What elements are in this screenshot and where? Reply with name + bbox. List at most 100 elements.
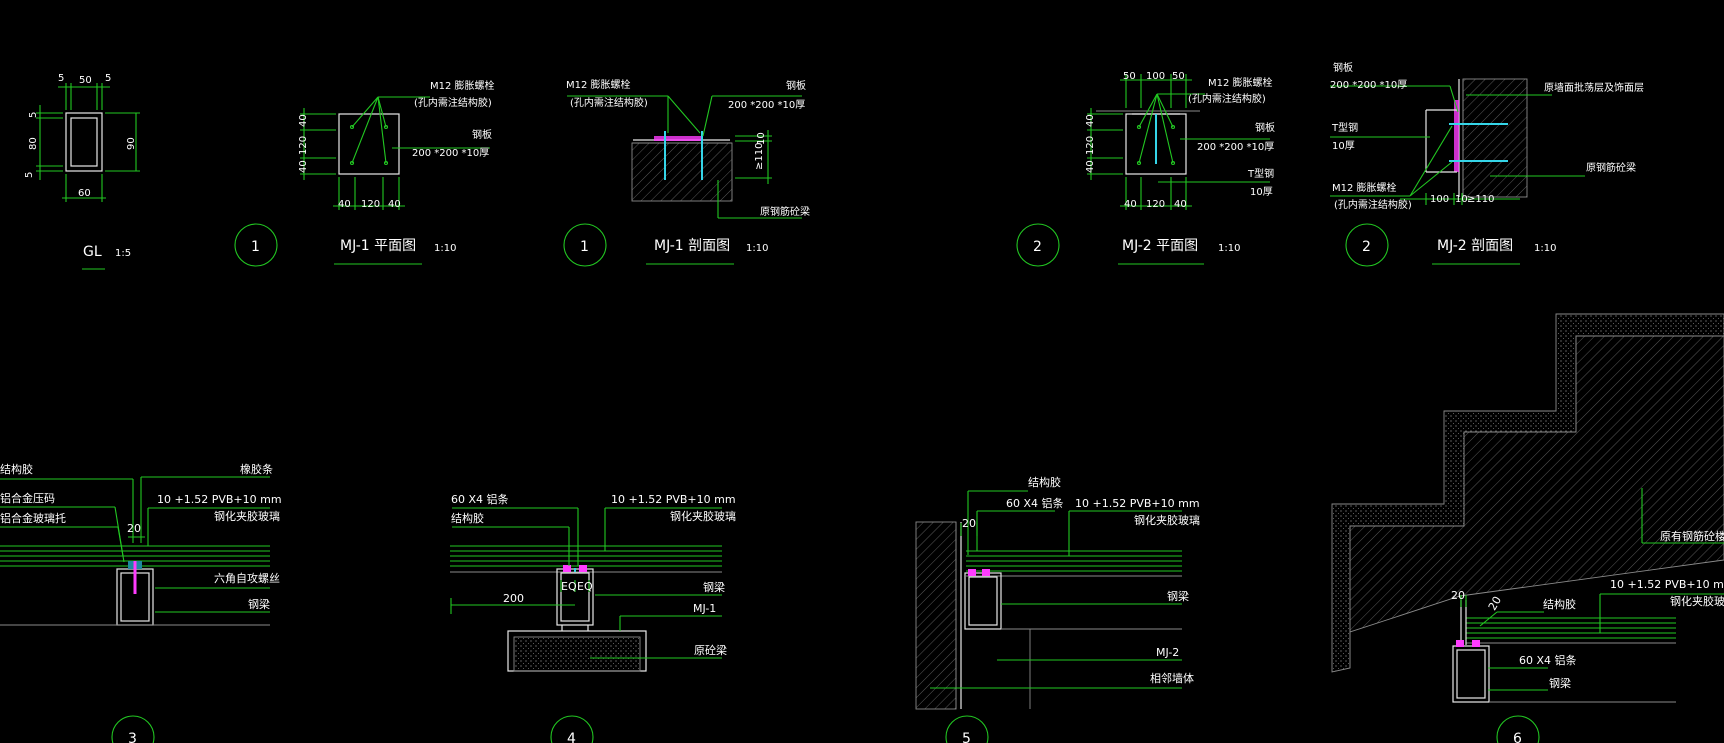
mj2s-wall: 原墙面批荡层及饰面层 <box>1544 81 1644 94</box>
mj2s-bubble <box>1345 223 1389 267</box>
d5-bubble <box>945 715 989 743</box>
d3-dim: 20 <box>127 522 141 535</box>
mj2p-dim-t2: 100 <box>1146 71 1165 82</box>
mj2s-dim1: 100 <box>1430 194 1449 205</box>
d4-eq2: EQ <box>577 580 593 593</box>
d4-beam: 钢梁 <box>703 580 725 594</box>
gl-dim-top-left: 5 <box>58 73 64 84</box>
d6-glass2: 钢化夹胶玻璃 <box>1670 594 1724 608</box>
d3-holder: 铝合金玻璃托 <box>0 511 66 525</box>
gl-dim-right: 90 <box>126 137 137 150</box>
d4-glass2: 钢化夹胶玻璃 <box>670 509 736 523</box>
gl-dim-left-bot: 5 <box>24 172 35 178</box>
gl-dim-bottom: 60 <box>78 188 91 199</box>
mj1s-bubble <box>563 223 607 267</box>
d3-bubble-num: 3 <box>128 731 137 743</box>
mj1p-bubble-num: 1 <box>251 239 260 255</box>
d5-wall: 相邻墙体 <box>1150 671 1194 685</box>
mj2p-dim-v2: 120 <box>1085 136 1096 155</box>
d3-rubber: 橡胶条 <box>240 462 273 476</box>
mj2p-bubble-num: 2 <box>1033 239 1042 255</box>
d4-eq1: EQ <box>561 580 577 593</box>
d3-beam: 钢梁 <box>248 597 270 611</box>
mj1p-dim-v2: 120 <box>298 136 309 155</box>
mj2s-tee-size: 10厚 <box>1332 140 1355 152</box>
detail-5: 结构胶 60 X4 铝条 10 +1.52 PVB+10 mm 钢化夹胶玻璃 2… <box>915 475 1200 743</box>
mj1p-title: MJ-1 平面图 <box>340 238 416 254</box>
d3-sealant: 结构胶 <box>0 462 33 476</box>
mj1s-anchor: M12 膨胀螺栓 <box>566 78 631 91</box>
d6-bubble-num: 6 <box>1513 731 1522 743</box>
detail-6: 原有钢筋砼楼梯 10 +1.52 PVB+10 mm 钢化夹胶玻璃 结构胶 20… <box>1331 313 1724 743</box>
d4-sealant: 结构胶 <box>451 511 484 525</box>
mj1s-title: MJ-1 剖面图 <box>654 238 730 254</box>
mj2s-anchor: M12 膨胀螺栓 <box>1332 181 1397 194</box>
detail-mj1-section: M12 膨胀螺栓 (孔内需注结构胶) 钢板 200 *200 *10厚 10 ≥… <box>563 78 810 267</box>
detail-3: 结构胶 橡胶条 铝合金压码 10 +1.52 PVB+10 mm 钢化夹胶玻璃 … <box>0 462 282 743</box>
mj2p-tee: T型钢 <box>1247 167 1274 180</box>
d5-strip: 60 X4 铝条 <box>1006 496 1064 510</box>
mj2s-tee: T型钢 <box>1331 121 1358 134</box>
d4-glass1: 10 +1.52 PVB+10 mm <box>611 493 736 506</box>
mj2s-beam: 原钢筋砼梁 <box>1586 161 1636 174</box>
d4-mj: MJ-1 <box>693 602 716 615</box>
mj2s-plate: 钢板 <box>1333 61 1353 74</box>
mj1p-plate: 钢板 <box>472 128 492 141</box>
d4-bubble-num: 4 <box>567 731 576 743</box>
d3-screw: 六角自攻螺丝 <box>214 571 280 585</box>
d6-bubble <box>1496 715 1540 743</box>
d3-bubble <box>111 715 155 743</box>
d6-stair: 原有钢筋砼楼梯 <box>1660 529 1724 543</box>
d5-glass2: 钢化夹胶玻璃 <box>1134 513 1200 527</box>
d4-concrete: 原砼梁 <box>694 643 727 657</box>
mj2s-title: MJ-2 剖面图 <box>1437 238 1513 254</box>
mj1s-plate: 钢板 <box>786 79 806 92</box>
d6-glass1: 10 +1.52 PVB+10 mm <box>1610 578 1724 591</box>
d5-glass1: 10 +1.52 PVB+10 mm <box>1075 497 1200 510</box>
mj2p-dim-v1: 40 <box>1085 114 1096 127</box>
mj2p-dim-h2: 120 <box>1146 199 1165 210</box>
mj1p-scale: 1:10 <box>434 243 456 254</box>
d4-bubble <box>550 715 594 743</box>
mj1p-bubble <box>234 223 278 267</box>
mj1p-plate-size: 200 *200 *10厚 <box>412 147 489 159</box>
d6-strip: 60 X4 铝条 <box>1519 653 1577 667</box>
d6-beam: 钢梁 <box>1549 676 1571 690</box>
mj1s-plate-size: 200 *200 *10厚 <box>728 99 805 111</box>
mj2p-dim-h1: 40 <box>1124 199 1137 210</box>
mj2p-tee-size: 10厚 <box>1250 186 1273 198</box>
mj2s-bubble-num: 2 <box>1362 239 1371 255</box>
mj1p-dim-h3: 40 <box>388 199 401 210</box>
gl-dim-top-right: 5 <box>105 73 111 84</box>
gl-title: GL <box>83 244 102 260</box>
mj1s-bubble-num: 1 <box>580 239 589 255</box>
mj1s-beam: 原钢筋砼梁 <box>760 205 810 218</box>
d4-dim: 200 <box>503 592 524 605</box>
d3-glass2: 钢化夹胶玻璃 <box>214 509 280 523</box>
mj1s-anchor-note: (孔内需注结构胶) <box>570 96 648 109</box>
mj1s-dim-d: ≥110 <box>754 143 765 170</box>
mj2s-anchor-note: (孔内需注结构胶) <box>1334 198 1412 211</box>
mj2s-plate-size: 200 *200 *10厚 <box>1330 79 1407 91</box>
d5-beam: 钢梁 <box>1167 589 1189 603</box>
d3-press: 铝合金压码 <box>0 491 55 505</box>
mj1s-dim-t: 10 <box>756 132 767 145</box>
mj1p-dim-v3: 40 <box>298 160 309 173</box>
detail-mj2-section: 钢板 200 *200 *10厚 原墙面批荡层及饰面层 T型钢 10厚 原钢筋砼… <box>1330 61 1644 267</box>
gl-dim-left-mid: 80 <box>28 137 39 150</box>
mj2p-dim-t3: 50 <box>1172 71 1185 82</box>
mj1p-dim-h1: 40 <box>338 199 351 210</box>
gl-scale: 1:5 <box>115 248 131 259</box>
d5-bubble-num: 5 <box>962 731 971 743</box>
d6-dim1: 20 <box>1451 589 1465 602</box>
detail-gl: 5 50 5 5 80 5 90 60 GL 1:5 <box>24 73 140 270</box>
detail-mj2-plan: 50 100 50 M12 膨胀螺栓 (孔内需注结构胶) 钢板 200 *200… <box>1016 71 1275 267</box>
mj2p-dim-v3: 40 <box>1085 160 1096 173</box>
detail-4: 60 X4 铝条 结构胶 10 +1.52 PVB+10 mm 钢化夹胶玻璃 E… <box>450 492 736 743</box>
mj1p-dim-v1: 40 <box>298 114 309 127</box>
d5-sealant: 结构胶 <box>1028 475 1061 489</box>
mj2p-anchor-note: (孔内需注结构胶) <box>1188 92 1266 105</box>
d4-strip: 60 X4 铝条 <box>451 492 509 506</box>
mj2p-plate: 钢板 <box>1255 121 1275 134</box>
